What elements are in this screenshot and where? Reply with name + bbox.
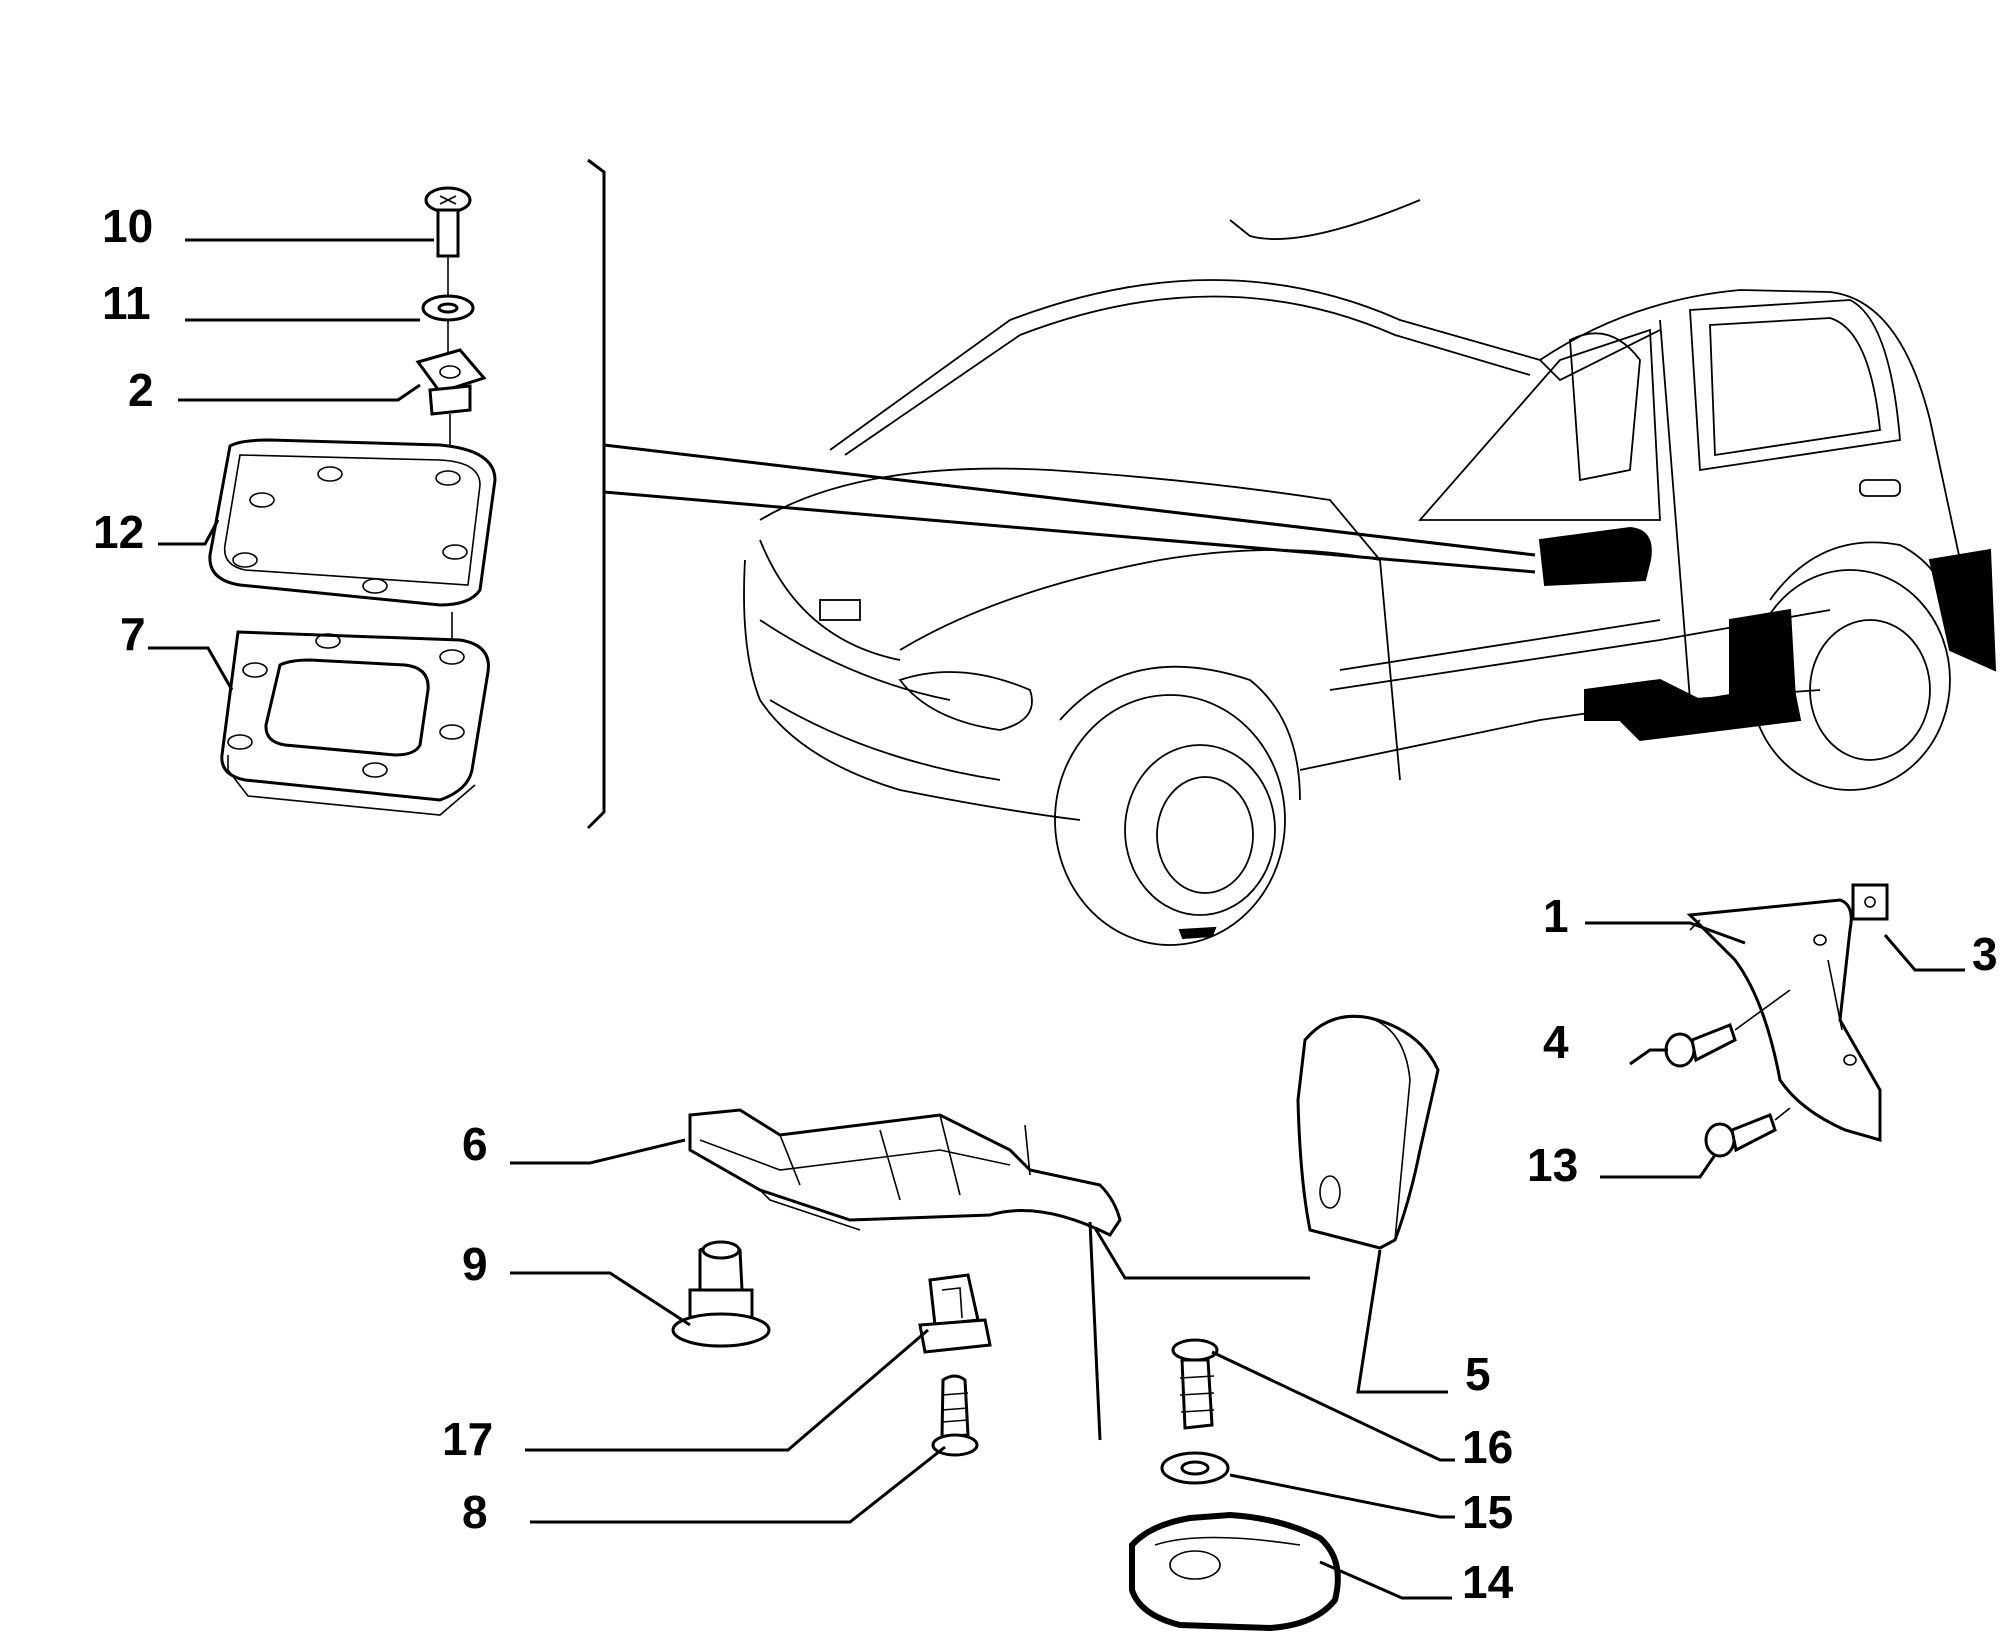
part-12-gasket: [208, 438, 497, 607]
callout-7: 7: [120, 608, 146, 660]
part-13-screw: [1704, 1113, 1777, 1158]
vehicle-illustration: [743, 199, 1997, 946]
part-16-rivet: [1171, 1338, 1219, 1430]
callout-1: 1: [1543, 890, 1569, 942]
callout-16: 16: [1462, 1421, 1513, 1473]
callout-4: 4: [1543, 1016, 1569, 1068]
callout-14: 14: [1462, 1556, 1514, 1608]
callout-17: 17: [442, 1413, 493, 1465]
part-2-clip: [415, 348, 487, 416]
part-6-shield: [688, 1108, 1122, 1237]
callout-3: 3: [1972, 928, 1998, 980]
part-15-washer: [1160, 1451, 1230, 1485]
arch-highlight-front: [1729, 608, 1797, 712]
part-10-screw: [424, 186, 472, 258]
callout-10: 10: [102, 200, 153, 252]
arch-highlight-rear: [1928, 548, 1997, 672]
callout-15: 15: [1462, 1486, 1513, 1538]
part-8-bolt: [931, 1374, 979, 1457]
part-11-washer: [421, 294, 475, 322]
part-1-bracket: [1686, 898, 1882, 1142]
part-7-frame: [220, 630, 490, 816]
leader-lines: [148, 238, 1965, 1600]
callout-labels: 10 11 2 12 7 1 3 4 13 6 9 17 8 5 16 15 1…: [93, 200, 1998, 1608]
callout-5: 5: [1465, 1348, 1491, 1400]
part-5-cover: [1296, 1014, 1440, 1250]
callout-13: 13: [1527, 1139, 1578, 1191]
part-17-clip: [918, 1273, 992, 1354]
callout-12: 12: [93, 506, 144, 558]
callout-8: 8: [462, 1486, 488, 1538]
part-3-clip: [1851, 883, 1889, 921]
mirror-highlight: [1538, 526, 1652, 587]
part-14-pad: [1129, 1511, 1341, 1632]
part-4-screw: [1664, 1023, 1737, 1068]
inset-bracket: [586, 158, 1536, 830]
callout-11: 11: [102, 277, 151, 329]
callout-9: 9: [462, 1238, 488, 1290]
callout-2: 2: [128, 364, 154, 416]
part-9-nut: [671, 1240, 771, 1348]
callout-6: 6: [462, 1118, 488, 1170]
